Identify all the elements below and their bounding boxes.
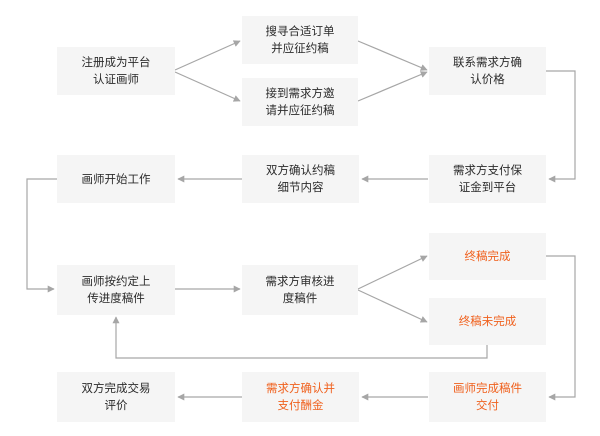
node-deliver-label: 画师完成稿件 交付 [453, 381, 522, 412]
node-final-done-label: 终稿完成 [464, 249, 511, 263]
node-deliver: 画师完成稿件 交付 [429, 372, 546, 422]
node-start-work-label: 画师开始工作 [81, 171, 151, 186]
node-search-order-label: 搜寻合适订单 并应征约稿 [265, 24, 335, 55]
node-client-review: 需求方审核进 度稿件 [242, 265, 358, 315]
node-client-pay-deposit: 需求方支付保 证金到平台 [429, 155, 546, 203]
node-search-order: 搜寻合适订单 并应征约稿 [242, 16, 358, 64]
node-client-pay-deposit-label: 需求方支付保 证金到平台 [453, 163, 522, 194]
node-client-review-label: 需求方审核进 度稿件 [265, 274, 335, 305]
arrow-review-to-notdone [357, 289, 428, 323]
node-start-work: 画师开始工作 [57, 155, 175, 203]
node-contact-client: 联系需求方确 认价格 [429, 47, 546, 95]
node-confirm-details-label: 双方确认约稿 细节内容 [266, 163, 335, 194]
arrow-notdone-to-upload [112, 316, 488, 359]
node-register-label: 注册成为平台 认证画师 [81, 55, 151, 86]
node-upload-progress-label: 画师按约定上 传进度稿件 [81, 274, 151, 305]
arrow-done-to-deliver [546, 255, 576, 401]
arrow-search-to-contact [357, 40, 428, 71]
arrow-start-to-upload [26, 178, 57, 293]
arrow-review-to-done [357, 255, 428, 290]
node-client-pay-fee: 需求方确认并 支付酬金 [242, 372, 359, 422]
arrow-invite-to-contact [357, 71, 428, 102]
node-receive-invite-label: 接到需求方邀 请并应征约稿 [265, 86, 335, 117]
node-upload-progress: 画师按约定上 传进度稿件 [57, 265, 175, 315]
node-register: 注册成为平台 认证画师 [57, 47, 175, 95]
arrow-register-to-invite [174, 71, 241, 102]
node-mutual-review-label: 双方完成交易 评价 [81, 381, 151, 412]
node-receive-invite: 接到需求方邀 请并应征约稿 [242, 78, 358, 126]
arrow-contact-to-deposit [546, 70, 576, 183]
node-mutual-review: 双方完成交易 评价 [57, 372, 175, 422]
node-confirm-details: 双方确认约稿 细节内容 [242, 155, 359, 203]
node-final-done: 终稿完成 [429, 233, 546, 280]
node-final-not-done-label: 终稿未完成 [458, 314, 517, 328]
node-final-not-done: 终稿未完成 [429, 298, 546, 345]
arrow-register-to-search [174, 40, 241, 71]
node-client-pay-fee-label: 需求方确认并 支付酬金 [266, 381, 335, 412]
node-contact-client-label: 联系需求方确 认价格 [453, 55, 522, 86]
